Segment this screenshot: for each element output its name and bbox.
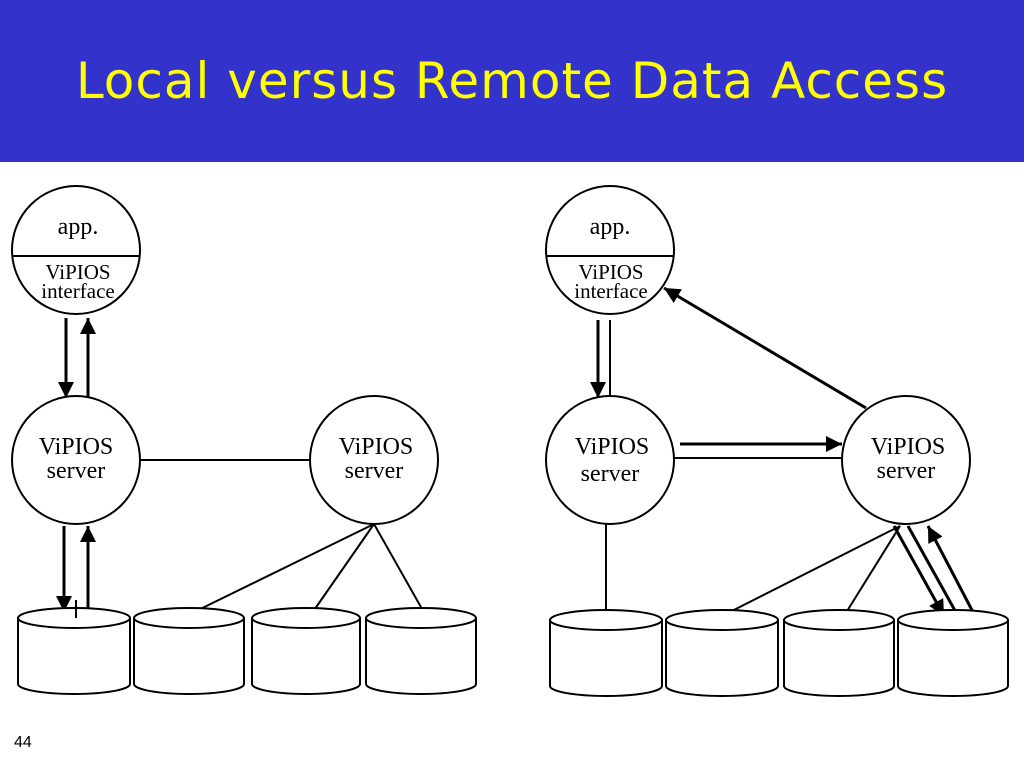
title-bar: Local versus Remote Data Access (0, 0, 1024, 162)
remote-to-interface-arrow (663, 286, 867, 410)
interface-label-line1: ViPIOS (45, 260, 110, 284)
interface-label-2-line2: interface (574, 279, 647, 303)
local-server-label-line1: ViPIOS (39, 434, 114, 460)
local-server-node-2: ViPIOS server (545, 395, 675, 525)
remote-server-node: ViPIOS server (309, 395, 439, 525)
remote-server-2-label-line2: server (877, 458, 936, 484)
local-server-2-label-line1: ViPIOS (575, 434, 650, 460)
slide-title: Local versus Remote Data Access (75, 52, 949, 110)
remote-access-diagram: app. ViPIOS interface ViPIOS server ViPI… (545, 185, 1009, 697)
diagram-canvas: app. ViPIOS interface ViPIOS server ViPI… (11, 185, 1009, 697)
remote-server-label-line1: ViPIOS (339, 434, 414, 460)
disk-5 (549, 609, 663, 697)
remote-server-node-2: ViPIOS server (841, 395, 971, 525)
disk-1 (17, 607, 131, 695)
disk-8 (897, 609, 1009, 697)
disk-4 (365, 607, 477, 695)
app-label-2: app. (590, 214, 631, 240)
app-label: app. (58, 214, 99, 240)
server-disk-arrows (56, 526, 96, 612)
remote-server-2-label-line1: ViPIOS (871, 434, 946, 460)
app-interface-node-2: app. ViPIOS interface (545, 185, 675, 315)
remote-server-disk-arrows (892, 525, 976, 617)
remote-server-disk-links (185, 523, 427, 617)
app-interface-node: app. ViPIOS interface (11, 185, 141, 315)
page-number: 44 (14, 734, 32, 751)
local-server-node: ViPIOS server (11, 395, 141, 525)
disk-7 (783, 609, 895, 697)
interface-label-2-line1: ViPIOS (578, 260, 643, 284)
disk-3 (251, 607, 361, 695)
remote-server-label-line2: server (345, 458, 404, 484)
interface-server-link-2 (590, 320, 611, 398)
local-server-2-label-line2: server (581, 461, 640, 487)
interface-label-line2: interface (41, 279, 114, 303)
local-access-diagram: app. ViPIOS interface ViPIOS server ViPI… (11, 185, 477, 695)
interface-server-arrows (58, 318, 96, 398)
local-server-label-line2: server (47, 458, 106, 484)
disk-6 (665, 609, 779, 697)
server-to-server-arrow (674, 436, 842, 459)
disk-2 (133, 607, 245, 695)
remote-server-disk-links-2 (721, 525, 901, 617)
